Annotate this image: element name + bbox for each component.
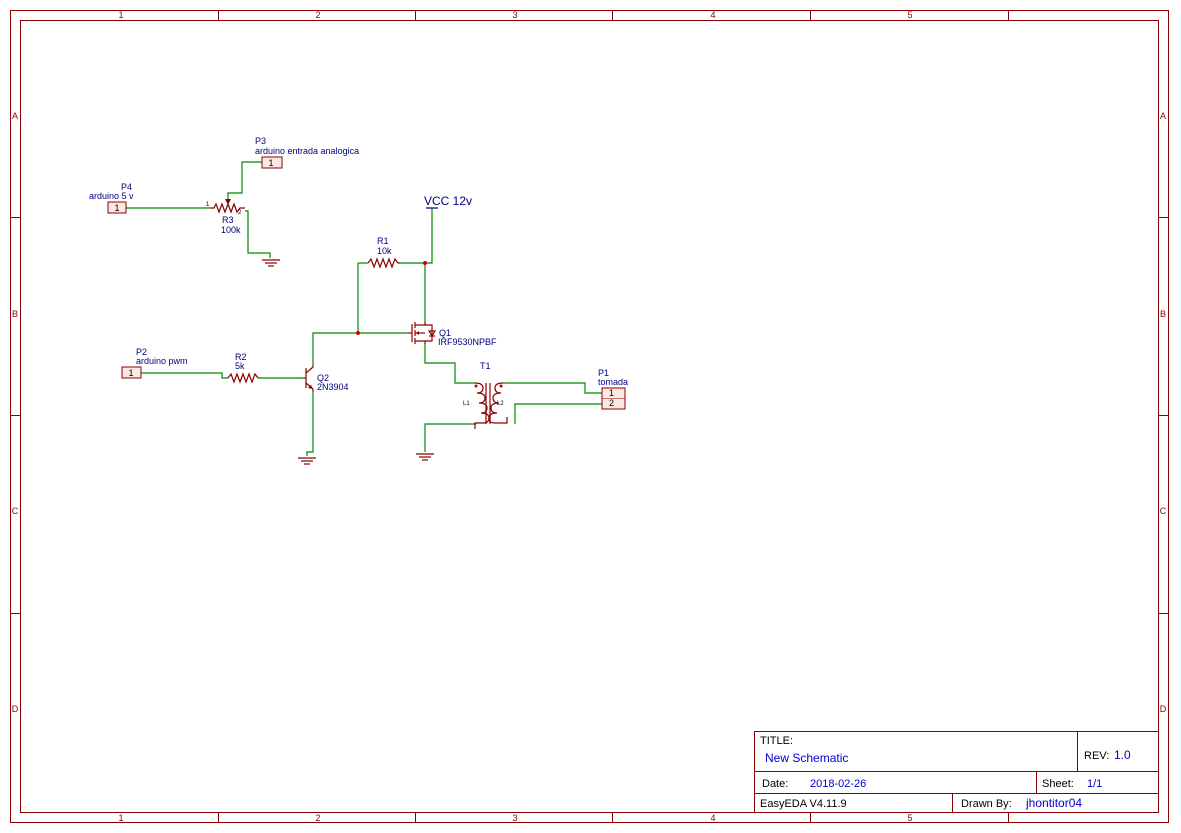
- q1-value: IRF9530NPBF: [438, 337, 497, 347]
- column-label-5-top: 5: [907, 10, 912, 20]
- column-label-4-top: 4: [710, 10, 715, 20]
- r2-ref: R2: [235, 352, 247, 362]
- wire-p3-wiper: [227, 161, 262, 200]
- drawn-by-label: Drawn By:: [961, 798, 1012, 810]
- rev-label: REV:: [1084, 750, 1109, 762]
- p4-pin-number: 1: [114, 203, 119, 213]
- row-label-b-left: B: [12, 309, 18, 319]
- p1-ref: P1: [598, 368, 609, 378]
- resistor-r1: R1 10k: [367, 236, 400, 269]
- p3-ref: P3: [255, 136, 266, 146]
- resistor-r2: R2 5k: [227, 352, 259, 384]
- date-value: 2018-02-26: [810, 778, 866, 790]
- wire-r3-ground: [245, 210, 271, 258]
- drawn-by-value: jhontitor04: [1025, 796, 1082, 810]
- p1-value: tomada: [598, 377, 628, 387]
- vcc-net-label: VCC 12v: [424, 194, 472, 209]
- date-label: Date:: [762, 778, 788, 790]
- connector-p2: 1 P2 arduino pwm: [121, 347, 188, 379]
- column-label-2-bottom: 2: [315, 813, 320, 823]
- column-label-5-bottom: 5: [907, 813, 912, 823]
- connector-p4: 1 P4 arduino 5 v: [89, 182, 134, 214]
- potentiometer-r3: 1 2 R3 100k: [206, 199, 245, 235]
- transistor-q2: Q2 2N3904: [303, 365, 349, 392]
- title-value: New Schematic: [765, 751, 848, 765]
- wire-p2-r2: [141, 372, 228, 379]
- column-label-2-top: 2: [315, 10, 320, 20]
- wire-q2-collector: [312, 332, 408, 365]
- q2-ref: Q2: [317, 373, 329, 383]
- row-dividers: [10, 217, 1169, 614]
- column-label-1-bottom: 1: [118, 813, 123, 823]
- row-label-a-left: A: [12, 111, 18, 121]
- p3-value: arduino entrada analogica: [255, 146, 359, 156]
- ground-symbol-r3: [262, 259, 280, 267]
- ground-symbol-q2: [298, 457, 316, 465]
- junction-gate-node: [356, 331, 360, 335]
- q1-ref: Q1: [439, 328, 451, 338]
- title-label: TITLE:: [760, 735, 793, 747]
- r2-value: 5k: [235, 361, 245, 371]
- p2-value: arduino pwm: [136, 356, 188, 366]
- column-label-3-bottom: 3: [512, 813, 517, 823]
- t1-coil-l1: L1: [463, 401, 470, 407]
- column-label-3-top: 3: [512, 10, 517, 20]
- wire-t1-p1-1: [503, 382, 602, 394]
- sheet-label: Sheet:: [1042, 778, 1074, 790]
- mosfet-q1: Q1 IRF9530NPBF: [408, 322, 497, 347]
- vcc-label: VCC 12v: [424, 194, 472, 208]
- p3-pin-number: 1: [268, 158, 273, 168]
- column-label-1-top: 1: [118, 10, 123, 20]
- column-dividers: [218, 10, 1009, 823]
- wires: [126, 161, 602, 456]
- row-label-c-right: C: [1160, 506, 1167, 516]
- wire-q1-drain: [424, 344, 475, 384]
- wire-t1-ground: [424, 423, 476, 452]
- junction-vcc-node: [423, 261, 427, 265]
- r3-pin-2: 2: [238, 210, 242, 216]
- p4-value: arduino 5 v: [89, 191, 134, 201]
- sheet-value: 1/1: [1087, 778, 1102, 790]
- p1-pin-1: 1: [609, 388, 614, 398]
- row-label-c-left: C: [12, 506, 19, 516]
- sheet-frame: 1 2 3 4 5 1 2 3 4 5 A B C D A B C D: [10, 10, 1169, 823]
- column-label-4-bottom: 4: [710, 813, 715, 823]
- r3-value: 100k: [221, 225, 241, 235]
- ground-symbol-t1: [416, 453, 434, 461]
- wire-t1-p1-2: [514, 403, 602, 424]
- r1-ref: R1: [377, 236, 389, 246]
- row-label-d-right: D: [1160, 704, 1167, 714]
- connector-p3: 1 P3 arduino entrada analogica: [255, 136, 359, 169]
- transformer-t1: L1 L2 T1: [463, 361, 508, 429]
- connector-p1: 1 2 P1 tomada: [598, 368, 628, 410]
- p1-pin-2: 2: [609, 398, 614, 408]
- row-label-d-left: D: [12, 704, 19, 714]
- r1-value: 10k: [377, 246, 392, 256]
- tool-label: EasyEDA V4.11.9: [760, 798, 847, 810]
- p2-ref: P2: [136, 347, 147, 357]
- title-block: TITLE: New Schematic REV: 1.0 Date: 2018…: [754, 731, 1159, 813]
- r3-pin-1: 1: [206, 202, 210, 208]
- p4-ref: P4: [121, 182, 132, 192]
- q2-value: 2N3904: [317, 382, 349, 392]
- row-label-a-right: A: [1160, 111, 1166, 121]
- wire-vcc: [425, 208, 433, 264]
- rev-value: 1.0: [1114, 748, 1131, 762]
- t1-ref: T1: [480, 361, 491, 371]
- t1-coil-l2: L2: [497, 401, 504, 407]
- r3-ref: R3: [222, 215, 234, 225]
- p2-pin-number: 1: [128, 368, 133, 378]
- row-label-b-right: B: [1160, 309, 1166, 319]
- wire-q2-ground: [306, 392, 314, 456]
